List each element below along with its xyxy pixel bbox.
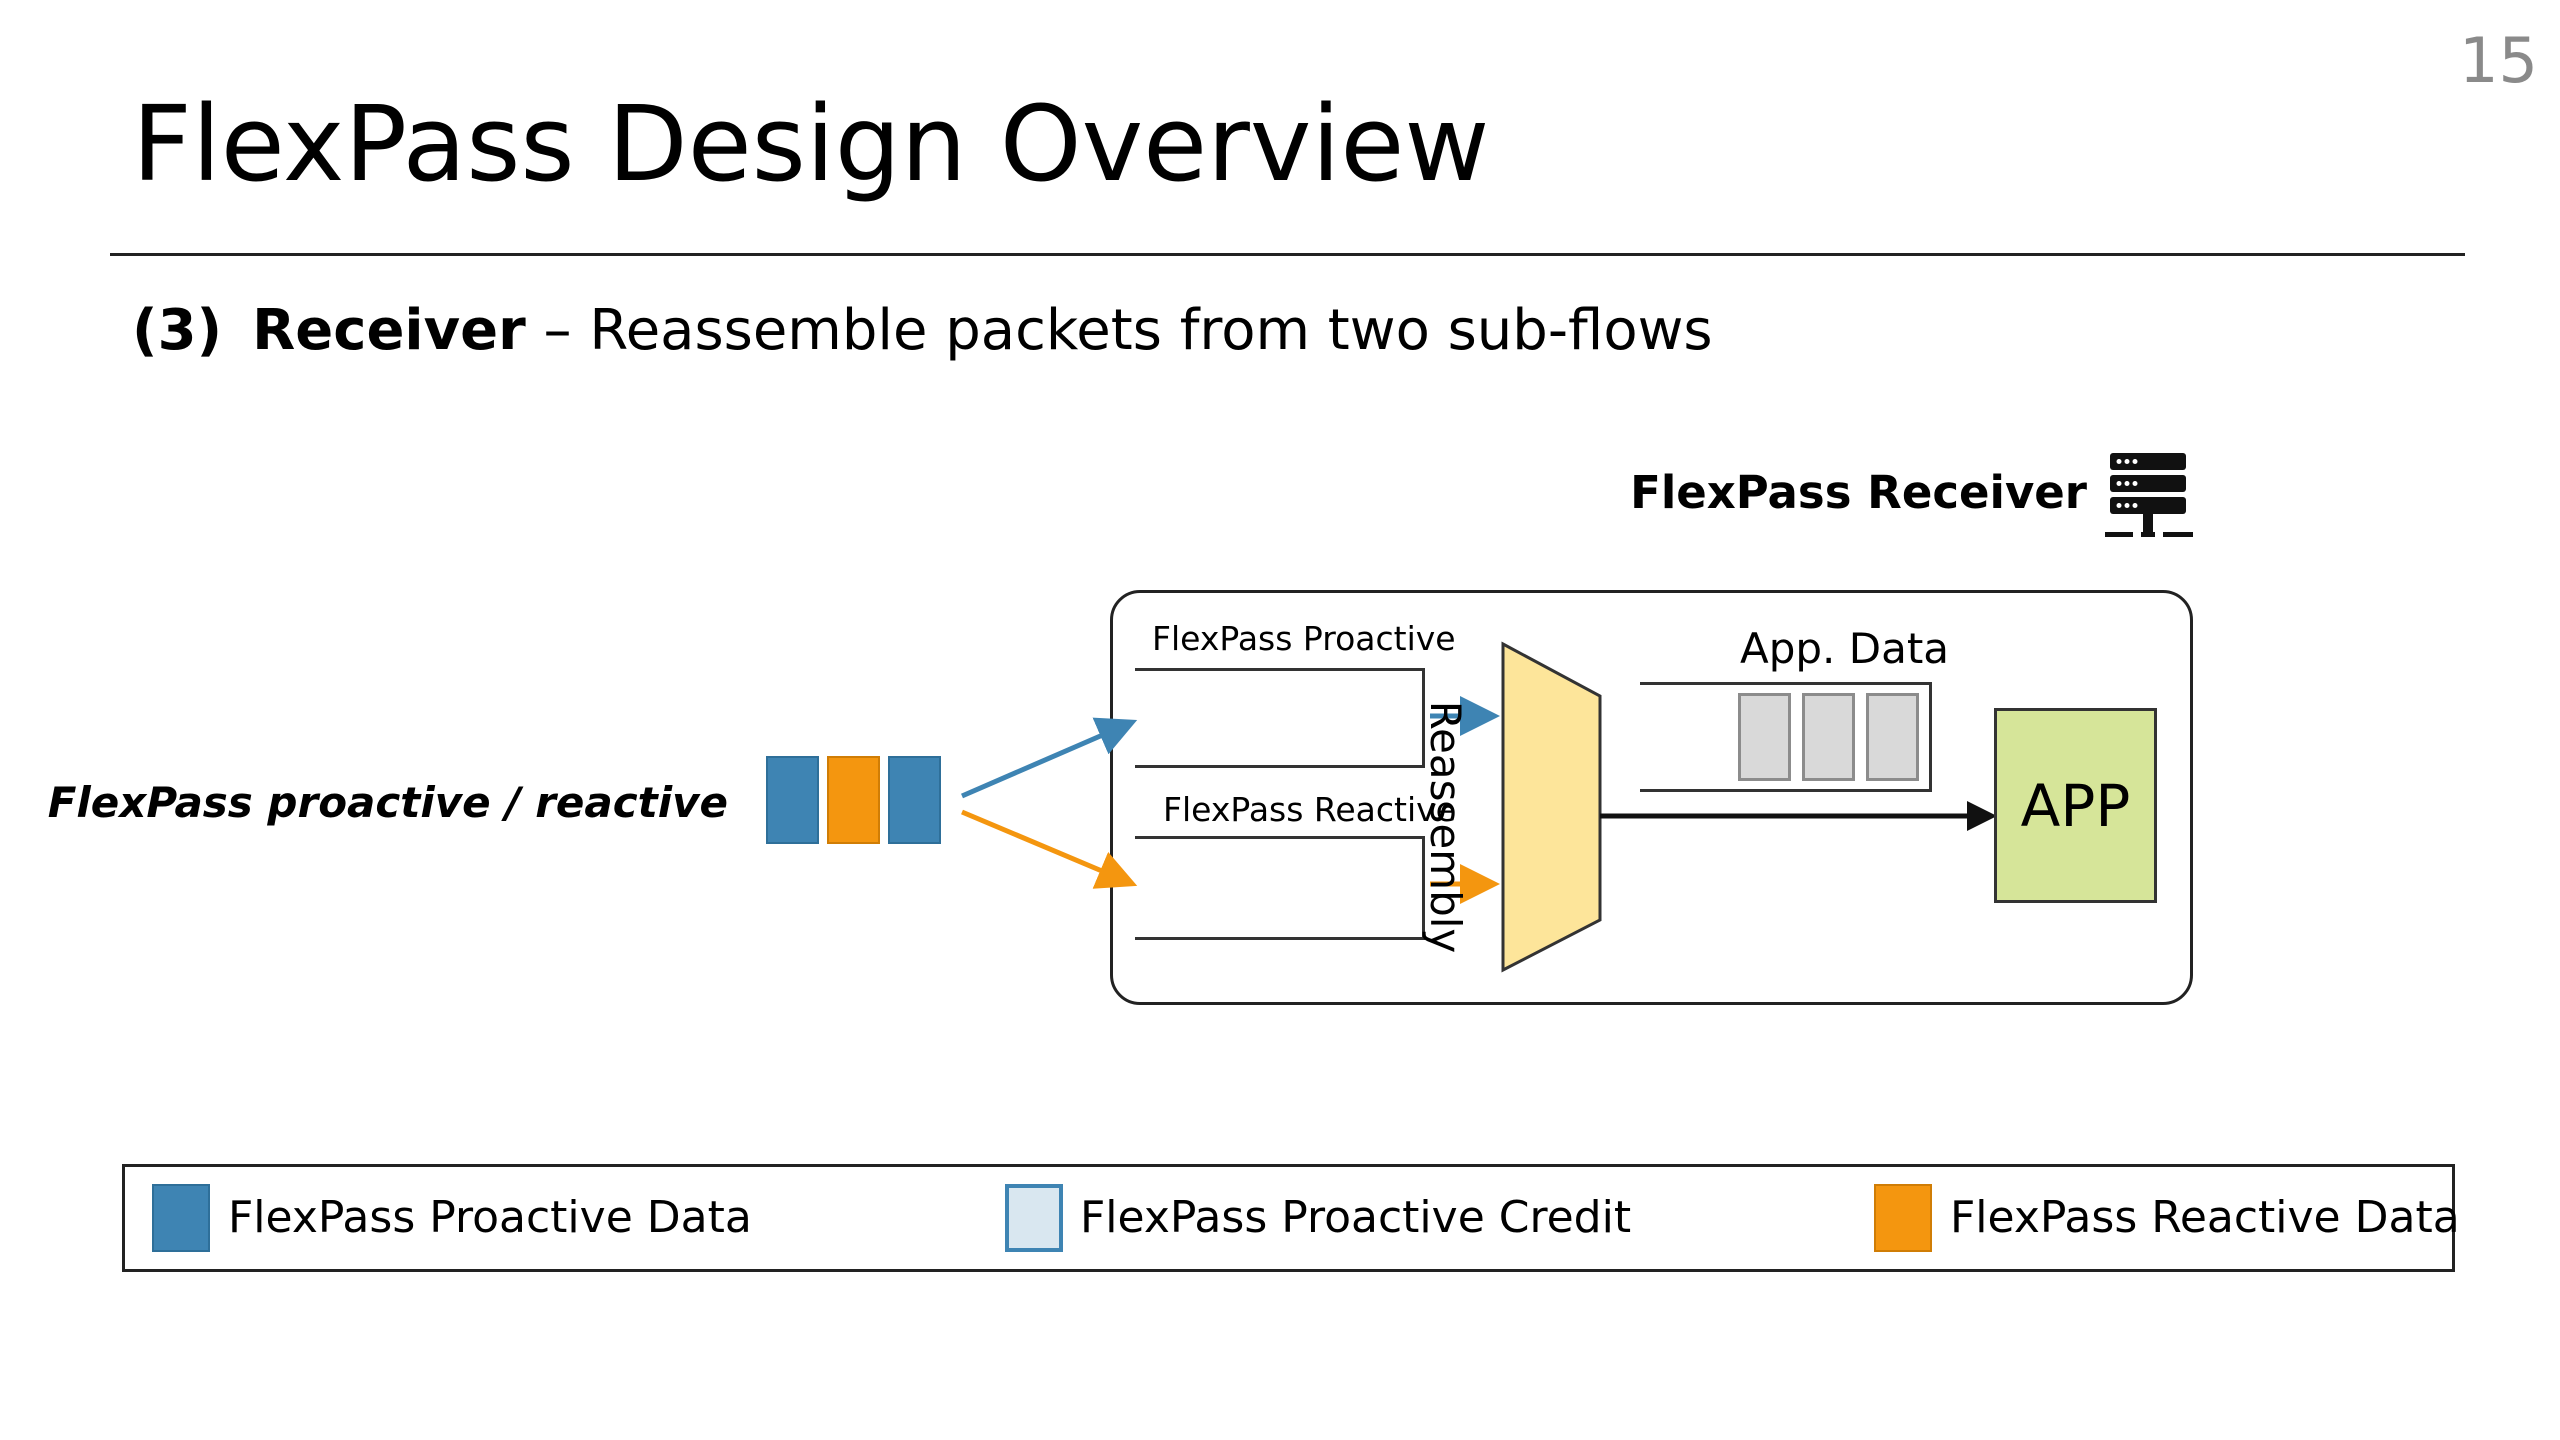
reactive-arrow: [961, 809, 1138, 889]
legend-label-reactive-data: FlexPass Reactive Data: [1950, 1192, 2460, 1243]
app-data-cell: [1802, 693, 1855, 781]
page-number: 15: [2459, 24, 2538, 97]
app-box: APP: [1994, 708, 2157, 903]
app-label: APP: [2020, 771, 2131, 840]
legend-swatch-reactive-data: [1874, 1184, 1932, 1252]
reassembly-block: [1501, 641, 1602, 973]
app-data-buffer: [1640, 682, 1932, 792]
subtitle: (3)Receiver – Reassemble packets from tw…: [132, 303, 1713, 359]
proactive-queue: [1135, 668, 1425, 768]
app-data-label: App. Data: [1740, 624, 1950, 673]
slide-title: FlexPass Design Overview: [132, 83, 1490, 205]
reactive-queue: [1135, 836, 1425, 940]
server-rack-icon: [2105, 453, 2193, 537]
app-data-cell: [1866, 693, 1919, 781]
app-data-cell: [1738, 693, 1791, 781]
subtitle-bold: Receiver: [252, 298, 526, 363]
subtitle-rest: – Reassemble packets from two sub-flows: [525, 298, 1713, 363]
proactive-packet: [766, 756, 819, 844]
legend: [122, 1164, 2455, 1272]
reactive-packet: [827, 756, 880, 844]
receiver-box: [1110, 590, 2193, 1005]
proactive-arrow: [961, 717, 1138, 799]
proactive-packet: [888, 756, 941, 844]
legend-swatch-proactive-credit: [1005, 1184, 1063, 1252]
reassembly-label: Reassembly: [1421, 700, 1470, 954]
receiver-label: FlexPass Receiver: [1630, 466, 2087, 519]
subtitle-number: (3): [132, 298, 223, 363]
title-divider: [110, 253, 2465, 256]
proactive-queue-label: FlexPass Proactive: [1152, 619, 1456, 658]
mixed-flow-label: FlexPass proactive / reactive: [47, 778, 728, 827]
legend-swatch-proactive-data: [152, 1184, 210, 1252]
legend-label-proactive-data: FlexPass Proactive Data: [228, 1192, 752, 1243]
legend-label-proactive-credit: FlexPass Proactive Credit: [1080, 1192, 1632, 1243]
reactive-queue-label: FlexPass Reactive: [1163, 790, 1456, 829]
